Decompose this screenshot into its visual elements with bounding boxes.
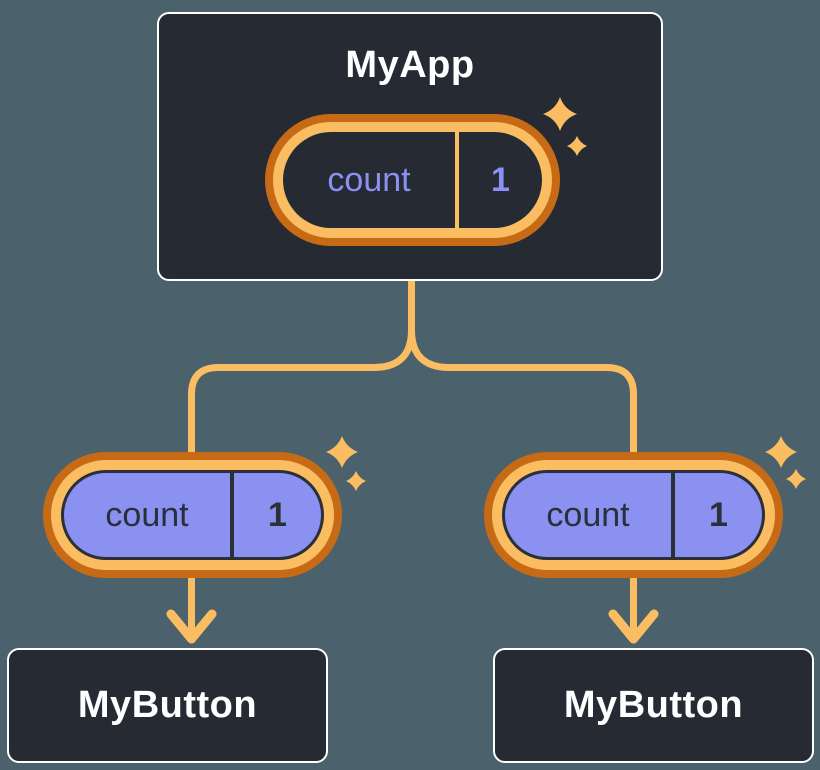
state-pill-core: count 1 [283,132,542,228]
four-point-sparkle-icon [765,436,797,468]
pill-divider [230,473,234,557]
child-component-box-left: MyButton [7,648,328,763]
root-component-title: MyApp [345,44,475,86]
state-pill-value: 1 [491,160,510,199]
prop-pill-left: count 1 [43,452,342,578]
four-point-sparkle-icon [346,471,366,491]
root-component-box: MyApp count 1 [157,12,663,281]
state-pill: count 1 [265,114,560,246]
four-point-sparkle-icon [326,436,358,468]
child-component-title: MyButton [77,684,258,726]
prop-pill-label: count [105,495,189,534]
prop-pill-value: 1 [268,495,287,534]
pill-divider [455,132,459,228]
prop-pill-value: 1 [709,495,728,534]
four-point-sparkle-icon [786,469,806,489]
pill-divider [671,473,675,557]
arrow-down-icon [608,609,659,644]
prop-pill-core: count 1 [61,470,324,560]
child-component-box-right: MyButton [493,648,814,763]
prop-pill-core: count 1 [502,470,765,560]
prop-pill-label: count [546,495,630,534]
prop-pill-right: count 1 [484,452,783,578]
child-component-title: MyButton [563,684,744,726]
state-pill-label: count [327,160,411,199]
arrow-down-icon [166,609,217,644]
